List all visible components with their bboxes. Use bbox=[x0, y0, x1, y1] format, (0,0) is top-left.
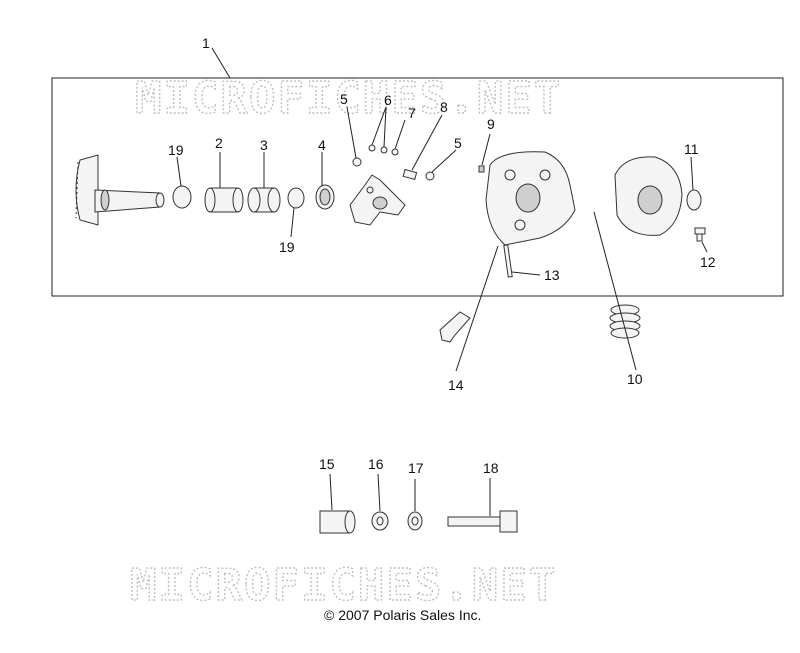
washer-17-part bbox=[407, 511, 423, 531]
copyright: © 2007 Polaris Sales Inc. bbox=[324, 607, 481, 623]
callout-10: 10 bbox=[627, 371, 643, 387]
callout-19b: 19 bbox=[279, 239, 295, 255]
callout-16: 16 bbox=[368, 456, 384, 472]
bolt-18-part bbox=[447, 510, 518, 533]
spacer-15-part bbox=[319, 510, 356, 534]
bushing-2-part bbox=[204, 187, 244, 213]
callout-13: 13 bbox=[544, 267, 560, 283]
screw-12-part bbox=[694, 227, 706, 242]
washer-16-part bbox=[371, 511, 389, 531]
watermark-bottom: MICROFICHES.NET bbox=[130, 560, 557, 611]
bushing-3-part bbox=[247, 187, 281, 213]
callout-9: 9 bbox=[487, 116, 495, 132]
roller-5b-part bbox=[425, 171, 435, 181]
pin-8-part bbox=[402, 168, 418, 181]
roller-5a-part bbox=[352, 157, 362, 167]
leader-lines bbox=[176, 47, 708, 516]
callout-15: 15 bbox=[319, 456, 335, 472]
callout-1: 1 bbox=[202, 35, 210, 51]
callout-7: 7 bbox=[408, 105, 416, 121]
assembly-box bbox=[51, 77, 784, 297]
buttons-6-7-part bbox=[368, 144, 399, 156]
callout-4: 4 bbox=[318, 137, 326, 153]
ring-19b-part bbox=[287, 187, 305, 209]
callout-3: 3 bbox=[260, 137, 268, 153]
callout-5b: 5 bbox=[454, 135, 462, 151]
ring-19a-part bbox=[172, 185, 192, 209]
tool-14-part bbox=[439, 311, 471, 343]
fixed-sheave-part bbox=[75, 154, 165, 226]
callout-14: 14 bbox=[448, 377, 464, 393]
callout-2: 2 bbox=[215, 135, 223, 151]
nut-9-part bbox=[478, 165, 485, 173]
cover-part bbox=[614, 156, 683, 236]
callout-18: 18 bbox=[483, 460, 499, 476]
watermark-top: MICROFICHES.NET bbox=[135, 73, 562, 124]
callout-8: 8 bbox=[440, 99, 448, 115]
callout-11: 11 bbox=[684, 141, 699, 157]
spring-10-part bbox=[609, 304, 641, 339]
spider-part bbox=[349, 174, 406, 226]
pin-13-part bbox=[503, 244, 513, 278]
callout-12: 12 bbox=[700, 254, 716, 270]
bushing-11-part bbox=[686, 189, 702, 211]
moveable-sheave-part bbox=[485, 151, 576, 246]
callout-6: 6 bbox=[384, 92, 392, 108]
seal-4-part bbox=[315, 184, 335, 210]
callout-17: 17 bbox=[408, 460, 424, 476]
callout-5a: 5 bbox=[340, 91, 348, 107]
callout-19a: 19 bbox=[168, 142, 184, 158]
